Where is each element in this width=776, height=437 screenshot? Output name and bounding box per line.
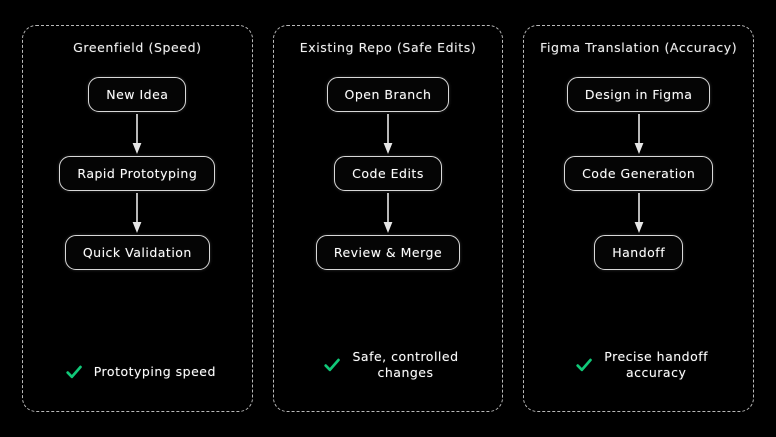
panel-existing-repo: Existing Repo (Safe Edits) Open Branch C… [272, 25, 504, 412]
flow-node[interactable]: Handoff [594, 235, 684, 270]
panel-title: Existing Repo (Safe Edits) [299, 40, 477, 55]
flow-existing-repo: Open Branch Code Edits Review & Merge [315, 77, 461, 270]
arrow-down-icon [132, 114, 142, 154]
benefit-row: Safe, controlled changes [317, 349, 458, 382]
panel-greenfield: Greenfield (Speed) New Idea Rapid Protot… [22, 25, 253, 412]
arrow-down-icon [383, 193, 393, 233]
benefit-row: Precise handoff accuracy [569, 349, 708, 382]
flow-node[interactable]: Code Edits [334, 156, 442, 191]
panel-title: Greenfield (Speed) [73, 40, 202, 55]
benefit-label: Precise handoff accuracy [604, 348, 709, 380]
flow-node[interactable]: Quick Validation [64, 235, 210, 270]
benefit-row: Prototyping speed [59, 363, 216, 381]
flow-node[interactable]: Review & Merge [315, 235, 461, 270]
arrow-down-icon [383, 114, 393, 154]
arrow-down-icon [634, 114, 644, 154]
flow-node[interactable]: Open Branch [326, 77, 450, 112]
arrow-down-icon [634, 193, 644, 233]
flow-figma-translation: Design in Figma Code Generation Handoff [564, 77, 714, 270]
flow-greenfield: New Idea Rapid Prototyping Quick Validat… [59, 77, 216, 270]
flow-node[interactable]: Code Generation [564, 156, 714, 191]
check-icon [576, 358, 593, 371]
check-icon [324, 358, 341, 371]
benefit-label: Safe, controlled changes [352, 348, 459, 380]
flow-node[interactable]: New Idea [88, 77, 187, 112]
benefit-label: Prototyping speed [93, 363, 216, 379]
flow-node[interactable]: Rapid Prototyping [59, 156, 216, 191]
check-icon [66, 365, 82, 379]
arrow-down-icon [132, 193, 142, 233]
panel-title: Figma Translation (Accuracy) [540, 40, 738, 55]
flow-node[interactable]: Design in Figma [566, 77, 711, 112]
panel-figma-translation: Figma Translation (Accuracy) Design in F… [523, 25, 755, 412]
